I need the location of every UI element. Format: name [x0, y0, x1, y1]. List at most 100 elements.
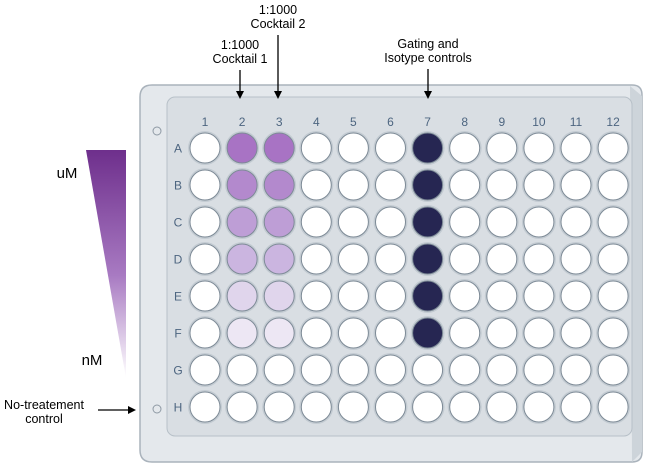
controls-label-line1: Gating and	[397, 37, 458, 51]
well-E4	[300, 280, 332, 312]
well-D7	[412, 243, 444, 275]
well-D6	[375, 243, 406, 275]
well-C8	[449, 206, 481, 238]
well-A12	[597, 132, 629, 164]
well-A5	[337, 132, 369, 164]
well-B2	[226, 169, 258, 201]
cocktail1-arrowhead	[236, 91, 244, 99]
well-B5	[337, 169, 369, 201]
well-grid	[188, 131, 631, 424]
well-H6	[375, 391, 406, 423]
well-F2	[226, 317, 258, 349]
well-C3	[263, 206, 295, 238]
well-G8	[449, 354, 481, 386]
well-E6	[375, 280, 406, 312]
column-label-4: 4	[313, 115, 320, 129]
well-G10	[523, 354, 555, 386]
well-F3	[263, 317, 295, 349]
column-label-9: 9	[498, 115, 505, 129]
well-C4	[300, 206, 332, 238]
row-label-D: D	[174, 253, 183, 267]
well-E3	[263, 280, 295, 312]
well-G1	[189, 354, 221, 386]
well-B12	[597, 169, 629, 201]
no-treatment-label-line2: control	[25, 412, 63, 426]
column-label-8: 8	[461, 115, 468, 129]
well-C11	[560, 206, 592, 238]
well-A10	[523, 132, 555, 164]
well-F10	[523, 317, 555, 349]
well-H12	[597, 391, 629, 423]
well-A1	[189, 132, 221, 164]
well-G12	[597, 354, 629, 386]
gradient-bottom-label: nM	[82, 352, 103, 369]
row-label-G: G	[173, 364, 182, 378]
cocktail2-label-line2: Cocktail 2	[251, 17, 306, 31]
well-E10	[523, 280, 555, 312]
controls-arrowhead	[424, 91, 432, 99]
well-A6	[375, 132, 406, 164]
well-D11	[560, 243, 592, 275]
well-D3	[263, 243, 295, 275]
well-E9	[486, 280, 518, 312]
well-E8	[449, 280, 481, 312]
well-H1	[189, 391, 221, 423]
row-label-E: E	[174, 290, 182, 304]
well-G2	[226, 354, 258, 386]
well-C12	[597, 206, 629, 238]
well-B9	[486, 169, 518, 201]
well-D1	[189, 243, 221, 275]
well-G3	[263, 354, 295, 386]
gradient-top-label: uM	[57, 165, 78, 182]
well-D8	[449, 243, 481, 275]
well-F11	[560, 317, 592, 349]
well-E5	[337, 280, 369, 312]
well-G4	[300, 354, 332, 386]
well-B4	[300, 169, 332, 201]
well-E11	[560, 280, 592, 312]
cocktail1-label-line1: 1:1000	[221, 38, 259, 52]
corner-notch-top	[152, 126, 162, 136]
well-A9	[486, 132, 518, 164]
well-G7	[412, 354, 444, 386]
well-H7	[412, 391, 444, 423]
cocktail2-label-line1: 1:1000	[259, 3, 297, 17]
column-label-11: 11	[570, 115, 583, 129]
well-D10	[523, 243, 555, 275]
cocktail2-arrowhead	[274, 91, 282, 99]
well-B1	[189, 169, 221, 201]
cocktail1-label-line2: Cocktail 1	[213, 52, 268, 66]
well-H8	[449, 391, 481, 423]
row-label-B: B	[174, 179, 182, 193]
well-F6	[375, 317, 406, 349]
well-H9	[486, 391, 518, 423]
well-C6	[375, 206, 406, 238]
well-D5	[337, 243, 369, 275]
well-A3	[263, 132, 295, 164]
well-H10	[523, 391, 555, 423]
well-A8	[449, 132, 481, 164]
well-H4	[300, 391, 332, 423]
well-C9	[486, 206, 518, 238]
controls-label-line2: Isotype controls	[384, 51, 472, 65]
well-F8	[449, 317, 481, 349]
well-C7	[412, 206, 444, 238]
well-A11	[560, 132, 592, 164]
row-label-A: A	[174, 142, 182, 156]
no-treatment-arrowhead	[128, 406, 136, 414]
well-H5	[337, 391, 369, 423]
row-label-F: F	[174, 327, 181, 341]
well-C1	[189, 206, 221, 238]
well-E12	[597, 280, 629, 312]
well-D12	[597, 243, 629, 275]
column-label-2: 2	[239, 115, 246, 129]
column-label-5: 5	[350, 115, 357, 129]
well-A7	[412, 132, 444, 164]
well-F1	[189, 317, 221, 349]
well-B10	[523, 169, 555, 201]
well-F9	[486, 317, 518, 349]
well-E2	[226, 280, 258, 312]
concentration-gradient	[86, 150, 126, 378]
